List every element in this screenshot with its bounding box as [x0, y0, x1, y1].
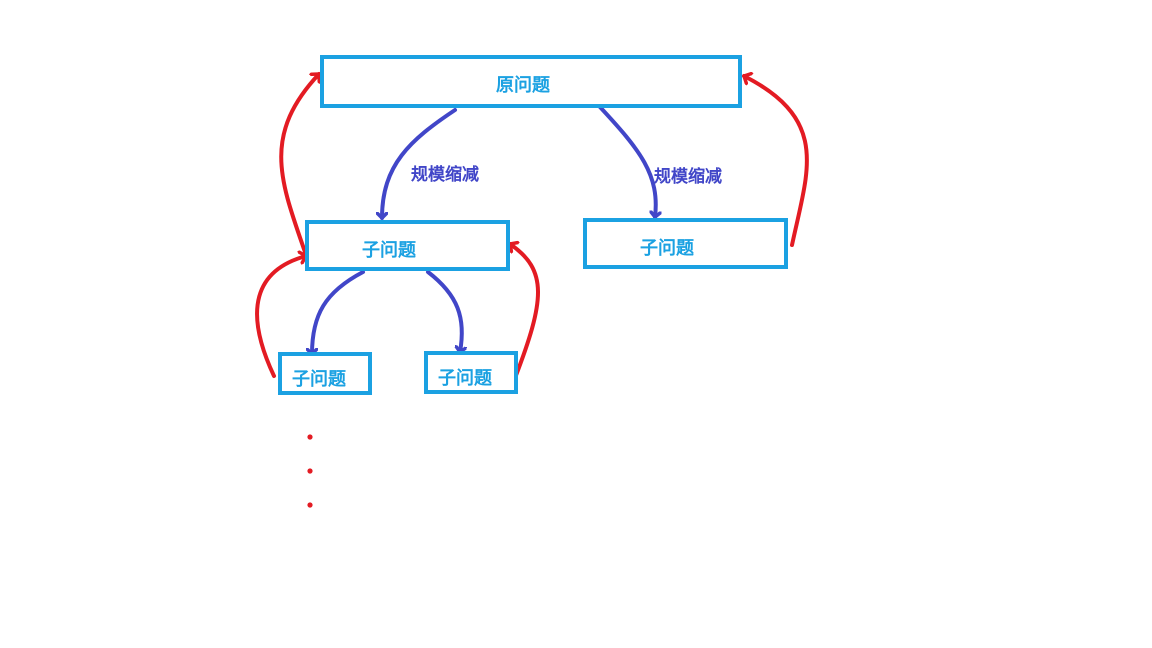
reduce-arrow-root-to-sub-right — [598, 105, 656, 219]
subproblem-left-label: 子问题 — [362, 240, 416, 261]
leaf-right-label: 子问题 — [438, 368, 492, 389]
ellipsis-dot — [307, 434, 313, 440]
ellipsis-dots — [307, 434, 313, 508]
reduce-label-right: 规模缩减 — [654, 167, 722, 187]
subproblem-right-box: 子问题 — [583, 218, 788, 269]
reduce-arrow-sub-to-leaf-right — [426, 270, 462, 354]
merge-arrow-sub-right-to-root — [742, 76, 809, 247]
root-problem-label: 原问题 — [496, 75, 550, 96]
subproblem-left-box: 子问题 — [305, 220, 510, 271]
reduce-arrow-root-to-sub-left — [382, 108, 457, 220]
merge-arrow-leaf-left-to-sub — [255, 256, 308, 378]
reduce-label-left: 规模缩减 — [411, 165, 479, 185]
merge-arrow-leaf-right-to-sub — [508, 244, 540, 380]
ellipsis-dot — [307, 502, 313, 508]
root-problem-box: 原问题 — [320, 55, 742, 108]
leaf-left-label: 子问题 — [292, 369, 346, 390]
ellipsis-dot — [307, 468, 313, 474]
subproblem-right-label: 子问题 — [640, 238, 694, 259]
leaf-right-box: 子问题 — [424, 351, 518, 394]
reduce-arrow-sub-to-leaf-left — [312, 270, 365, 356]
leaf-left-box: 子问题 — [278, 352, 372, 395]
merge-arrow-sub-left-to-root — [279, 72, 319, 254]
